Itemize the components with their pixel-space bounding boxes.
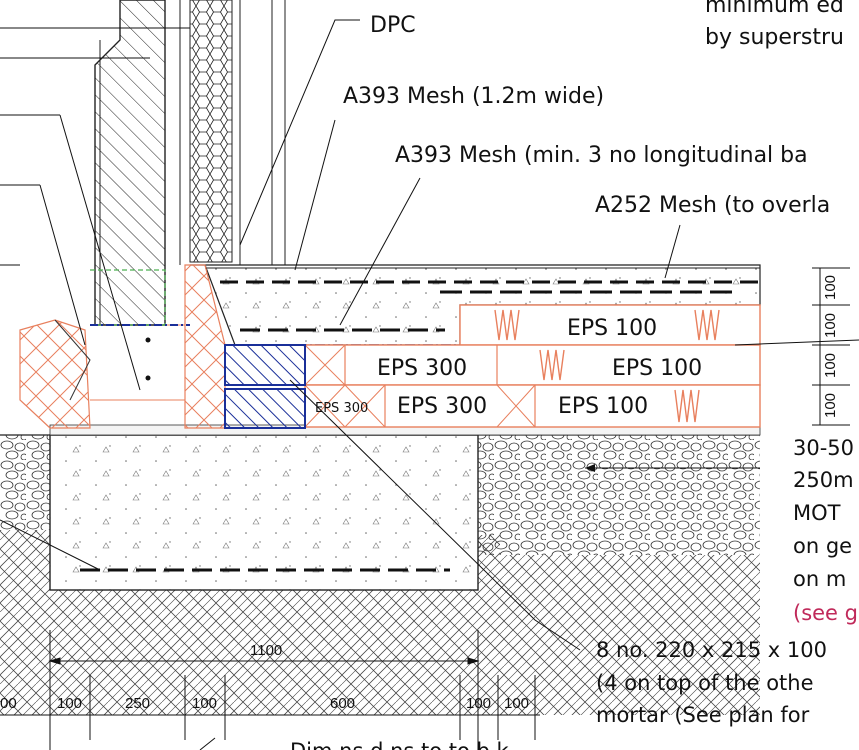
dim-overall: 1100 — [250, 642, 282, 659]
dimension-lines — [0, 630, 540, 750]
side-dim-1: 100 — [822, 275, 839, 300]
side-dim-4: 100 — [822, 393, 839, 418]
perimeter-insulation — [19, 264, 226, 429]
label-mesh-a393-long: A393 Mesh (min. 3 no longitudinal ba — [395, 143, 808, 168]
label-mesh-a252: A252 Mesh (to overla — [595, 193, 830, 218]
eps-label-r1: EPS 100 — [567, 316, 657, 341]
leader-lines — [0, 19, 859, 651]
label-mesh-a393-wide: A393 Mesh (1.2m wide) — [343, 84, 604, 109]
eps-label-r2-left: EPS 300 — [377, 356, 467, 381]
dim-seg-5: 600 — [330, 695, 355, 712]
engineering-blocks — [224, 344, 306, 429]
hardcore-note-4: on ge — [793, 534, 852, 558]
cavity-wall — [90, 0, 286, 381]
dim-seg-6: 100 — [466, 695, 491, 712]
side-dim-3: 100 — [822, 353, 839, 378]
bottom-caption: Dim ns d ns to to b k — [290, 739, 510, 750]
dim-seg-3: 250 — [125, 695, 150, 712]
hardcore-note-5: on m — [793, 567, 846, 591]
side-dimensions — [812, 267, 850, 426]
strip-footing — [49, 434, 479, 591]
top-note-line-2: by superstru — [705, 25, 844, 50]
hardcore-note-6: (see g — [793, 601, 858, 625]
hardcore-note-3: MOT — [793, 501, 841, 525]
block-note-3: mortar (See plan for — [596, 703, 810, 727]
side-dim-2: 100 — [822, 313, 839, 338]
eps-label-r3-mid: EPS 300 — [397, 394, 487, 419]
hardcore-note-2: 250m — [793, 468, 854, 492]
dim-seg-2: 100 — [57, 695, 82, 712]
dim-seg-1: 00 — [0, 695, 17, 712]
dim-seg-4: 100 — [192, 695, 217, 712]
dim-seg-7: 100 — [504, 695, 529, 712]
eps-board-r3 — [304, 384, 761, 428]
eps-label-r2-right: EPS 100 — [612, 356, 702, 381]
top-note-line-1: minimum ed — [705, 0, 844, 18]
block-note-2: (4 on top of the othe — [596, 671, 814, 695]
eps-boards: EPS 100 EPS 300 EPS 100 EPS 300 EPS 300 … — [304, 304, 761, 428]
block-note-1: 8 no. 220 x 215 x 100 — [596, 638, 827, 662]
eps-label-r3-small: EPS 300 — [315, 401, 368, 416]
eps-board-r1 — [459, 304, 761, 346]
hardcore-note-1: 30-50 — [793, 436, 854, 460]
eps-label-r3-right: EPS 100 — [558, 394, 648, 419]
ground-soil — [0, 530, 859, 750]
label-dpc: DPC — [370, 13, 416, 38]
